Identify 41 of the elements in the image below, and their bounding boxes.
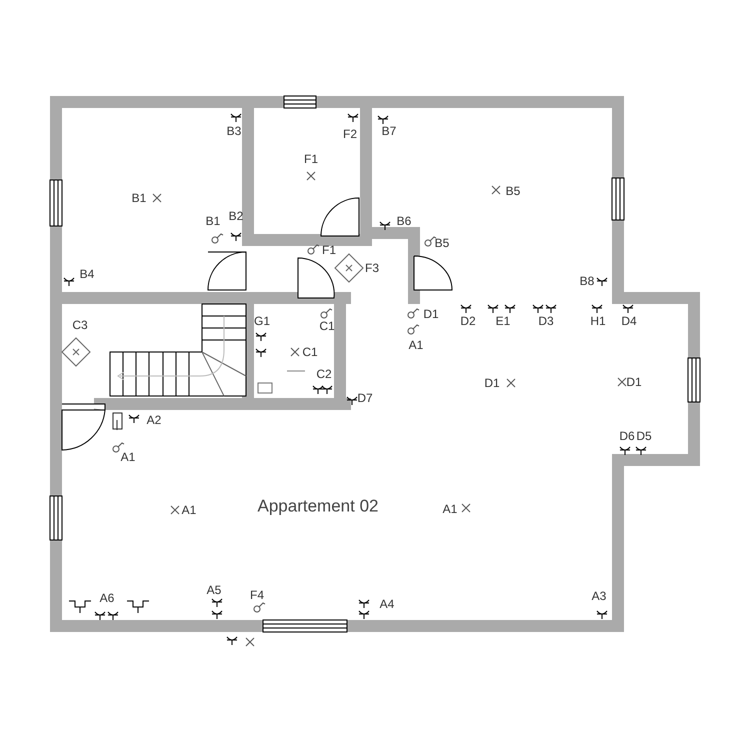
room-label: Appartement 02: [258, 498, 378, 514]
circuit-label: D1: [626, 376, 642, 388]
circuit-label: B5: [506, 185, 520, 197]
circuit-label: A6: [100, 592, 114, 604]
circuit-label: E1: [496, 315, 510, 327]
circuit-label: D3: [538, 315, 554, 327]
circuit-label: B1: [132, 192, 146, 204]
circuit-label: D2: [460, 315, 476, 327]
circuit-label: C1: [302, 346, 318, 358]
circuit-label: D6: [619, 430, 635, 442]
circuit-label: A5: [206, 584, 222, 596]
circuit-label: D1: [484, 377, 500, 389]
circuit-label: B2: [228, 210, 244, 222]
circuit-label: A1: [442, 503, 458, 515]
circuit-label: C1: [319, 320, 335, 332]
circuit-label: B5: [434, 237, 450, 249]
circuit-label: F3: [365, 262, 379, 274]
circuit-label: B1: [206, 215, 220, 227]
circuit-label: A1: [182, 504, 196, 516]
circuit-label: A3: [592, 590, 606, 602]
circuit-label: C3: [72, 319, 88, 331]
circuit-label: G1: [254, 315, 270, 327]
circuit-label: D1: [423, 308, 439, 320]
circuit-label: A1: [120, 451, 136, 463]
circuit-label: D5: [636, 430, 652, 442]
circuit-label: F2: [343, 128, 357, 140]
circuit-label: B4: [80, 268, 94, 280]
circuit-label: C2: [316, 368, 332, 380]
circuit-label: A4: [380, 598, 394, 610]
circuit-label: D7: [357, 392, 373, 404]
circuit-label: A2: [146, 414, 162, 426]
circuit-label: F4: [250, 589, 264, 601]
circuit-label: H1: [590, 315, 606, 327]
circuit-label: A1: [408, 339, 424, 351]
circuit-label: B7: [382, 125, 396, 137]
circuit-label: B8: [580, 275, 594, 287]
circuit-label: D4: [621, 315, 637, 327]
circuit-label: F1: [304, 153, 318, 165]
circuit-label: B3: [226, 125, 242, 137]
circuit-label: F1: [322, 244, 336, 256]
circuit-label: B6: [396, 215, 412, 227]
